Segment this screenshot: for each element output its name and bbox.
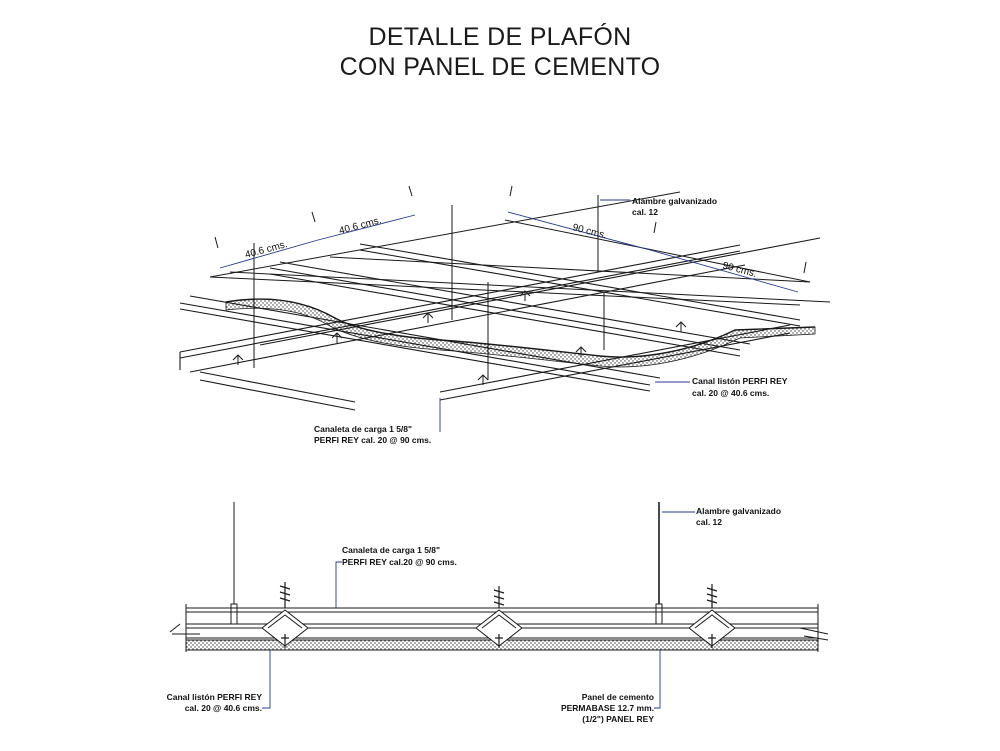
section-text: Alambre galvanizado cal. 12 Canaleta de … bbox=[167, 506, 781, 724]
load-channels bbox=[179, 237, 821, 411]
section-panel-label-3: (1/2") PANEL REY bbox=[582, 714, 654, 724]
section-screws bbox=[279, 582, 718, 648]
iso-carga-label-1: Canaleta de carga 1 5/8" bbox=[314, 424, 412, 434]
cement-panel bbox=[225, 298, 816, 368]
iso-carga-label-2: PERFI REY cal. 20 @ 90 cms. bbox=[314, 435, 431, 445]
section-wire-label-2: cal. 12 bbox=[696, 517, 722, 527]
isometric-view bbox=[179, 185, 831, 432]
clips bbox=[232, 290, 687, 385]
section-carga-label-1: Canaleta de carga 1 5/8" bbox=[342, 545, 440, 555]
slab-outline bbox=[209, 191, 831, 306]
section-panel-label-1: Panel de cemento bbox=[582, 692, 654, 702]
dim-liston-1: 40.6 cms. bbox=[244, 239, 289, 261]
iso-leaders bbox=[439, 199, 690, 432]
dimension-ticks bbox=[214, 185, 807, 274]
dim-carga-2: 90 cms. bbox=[721, 260, 758, 280]
section-wire-label-1: Alambre galvanizado bbox=[696, 506, 781, 516]
section-liston-label-2: cal. 20 @ 40.6 cms. bbox=[185, 703, 262, 713]
dim-carga-1: 90 cms. bbox=[571, 222, 608, 241]
section-carga-label-2: PERFI REY cal.20 @ 90 cms. bbox=[342, 557, 457, 567]
iso-liston-label-2: cal. 20 @ 40.6 cms. bbox=[692, 388, 769, 398]
section-break-lines bbox=[169, 623, 829, 641]
section-panel-label-2: PERMABASE 12.7 mm. bbox=[561, 703, 654, 713]
iso-liston-label-1: Canal listón PERFI REY bbox=[692, 376, 788, 386]
page-title: DETALLE DE PLAFÓN CON PANEL DE CEMENTO bbox=[0, 22, 1000, 82]
section-view bbox=[169, 502, 829, 709]
iso-wire-label-2: cal. 12 bbox=[632, 207, 658, 217]
dim-liston-2: 40.6 cms. bbox=[338, 215, 383, 237]
dimension-lines bbox=[219, 211, 799, 293]
title-line-2: CON PANEL DE CEMENTO bbox=[339, 53, 661, 81]
title-line-1: DETALLE DE PLAFÓN bbox=[368, 23, 632, 51]
section-leaders bbox=[262, 511, 695, 709]
hanger-wires bbox=[253, 195, 605, 380]
iso-wire-label-1: Alambre galvanizado bbox=[632, 196, 717, 206]
section-liston-channels bbox=[261, 609, 736, 647]
section-liston-label-1: Canal listón PERFI REY bbox=[167, 692, 263, 702]
